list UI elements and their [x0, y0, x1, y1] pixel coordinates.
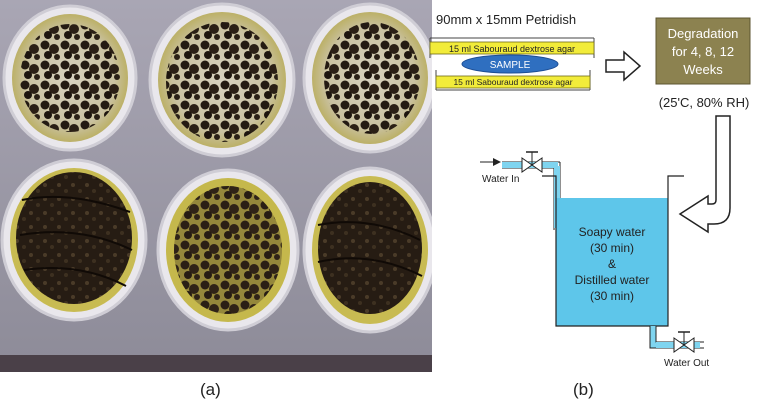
- caption-a: (a): [200, 380, 221, 399]
- tank-line-2: (30 min): [590, 241, 634, 255]
- petri-dish: [302, 166, 438, 334]
- process-diagram-svg: 90mm x 15mm Petridish 15 ml Sabouraud de…: [429, 12, 751, 369]
- tank-line-5: (30 min): [590, 289, 634, 303]
- degradation-line-3: Weeks: [683, 62, 723, 77]
- degradation-box: [655, 17, 751, 85]
- outlet-downpipe-fill: [650, 326, 656, 348]
- hollow-right-arrow-icon: [605, 50, 642, 82]
- degradation-line-2: for 4, 8, 12: [672, 44, 734, 59]
- tank-line-4: Distilled water: [575, 273, 650, 287]
- petri-dish: [302, 2, 438, 154]
- degradation-line-1: Degradation: [668, 26, 739, 41]
- tank-line-1: Soapy water: [579, 225, 646, 239]
- agar-bottom-label: 15 ml Sabouraud dextrose agar: [453, 77, 572, 87]
- petri-dish-photo: [0, 0, 438, 372]
- water-in-label: Water In: [482, 174, 519, 185]
- caption-b: (b): [573, 380, 594, 399]
- conditions-label: (25'C, 80% RH): [659, 95, 750, 110]
- petri-dish: [148, 2, 296, 158]
- petri-dish: [0, 158, 148, 322]
- water-tank-outline: [542, 175, 684, 327]
- petri-dish-title: 90mm x 15mm Petridish: [436, 12, 576, 27]
- process-diagram: 90mm x 15mm Petridish 15 ml Sabouraud de…: [422, 0, 762, 372]
- water-out-label: Water Out: [664, 358, 709, 369]
- agar-top-label: 15 ml Sabouraud dextrose agar: [449, 44, 575, 54]
- inlet-downpipe-fill: [554, 166, 560, 228]
- hollow-bent-arrow-icon: [678, 115, 731, 234]
- petri-dish-photo-image: [0, 0, 438, 372]
- agar-layer-bottom: [435, 75, 591, 89]
- sample-ellipse: [461, 54, 559, 74]
- petri-dish: [156, 168, 300, 332]
- outlet-valve-icon: [673, 331, 695, 353]
- water-tank-fill: [556, 198, 668, 326]
- inlet-valve-icon: [521, 151, 543, 173]
- agar-layer-top: [429, 41, 595, 55]
- petri-dish: [2, 4, 138, 152]
- sample-label: SAMPLE: [490, 60, 531, 71]
- tank-line-3: &: [608, 257, 616, 271]
